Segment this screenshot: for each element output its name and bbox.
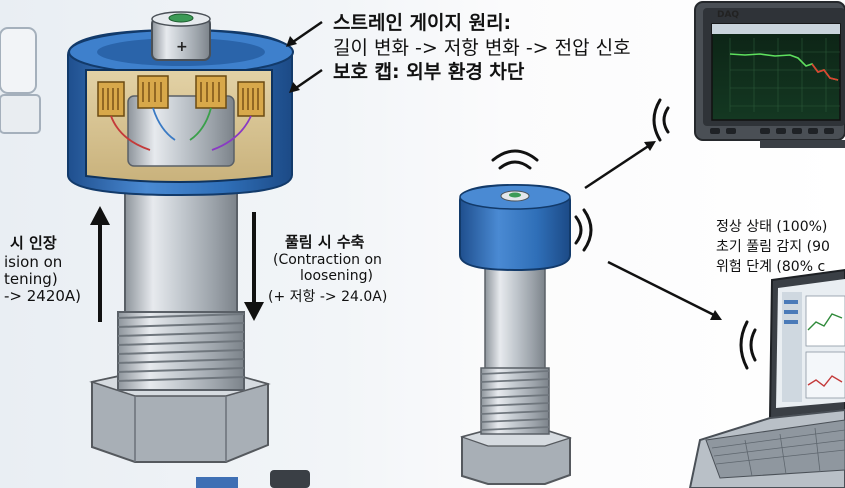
daq-device: [694, 1, 845, 148]
bolt-threads: [117, 313, 245, 382]
principle-signal-chain: 길이 변화 -> 저항 변화 -> 전압 신호: [333, 37, 631, 59]
signal-arrow-to-daq: [584, 141, 656, 190]
background-device-sketch: [0, 27, 41, 134]
laptop: [688, 268, 845, 488]
wireless-signal-icon: [739, 320, 757, 370]
tension-line-1: ision on: [4, 253, 63, 271]
pointer-arrow-1: [289, 20, 323, 46]
wireless-signal-icon: [574, 208, 593, 252]
contraction-line-2: loosening): [300, 268, 373, 284]
principle-title: 스트레인 게이지 원리:: [333, 12, 512, 34]
status-danger: 위험 단계 (80% c: [716, 259, 826, 275]
daq-alert-trace: [811, 63, 839, 81]
daq-label: DAQ: [717, 10, 740, 20]
strain-gauge-elements: [97, 75, 265, 117]
protective-cap-cutaway: +: [67, 11, 294, 197]
contraction-line-3: (+ 저항 -> 24.0A): [268, 289, 388, 305]
contraction-heading: 풀림 시 수축: [285, 233, 365, 251]
bottom-edge-device: [270, 470, 310, 488]
gauge-wires: [110, 107, 252, 151]
tension-line-3: -> 2420A): [4, 287, 82, 305]
wireless-signal-icon: [491, 149, 539, 170]
protective-cap-note: 보호 캡: 외부 환경 차단: [333, 61, 525, 83]
small-bolt-assembly: [459, 183, 572, 485]
signal-arrow-to-laptop: [607, 260, 722, 320]
polarity-mark: +: [176, 39, 188, 55]
status-normal: 정상 상태 (100%): [716, 219, 828, 235]
daq-buttons: [710, 128, 834, 134]
wireless-signal-icon: [652, 98, 670, 142]
laptop-screen-ui: [782, 292, 845, 402]
status-early-loosening: 초기 풀림 감지 (90: [716, 239, 830, 255]
contraction-arrow-down: [244, 212, 264, 321]
tension-line-2: tening): [4, 270, 58, 288]
bottom-edge-block: [196, 477, 238, 488]
pointer-arrow-2: [292, 68, 323, 92]
tension-arrow-up: [90, 206, 110, 322]
contraction-line-1: (Contraction on: [273, 252, 382, 268]
tension-heading: 시 인장: [10, 234, 57, 252]
